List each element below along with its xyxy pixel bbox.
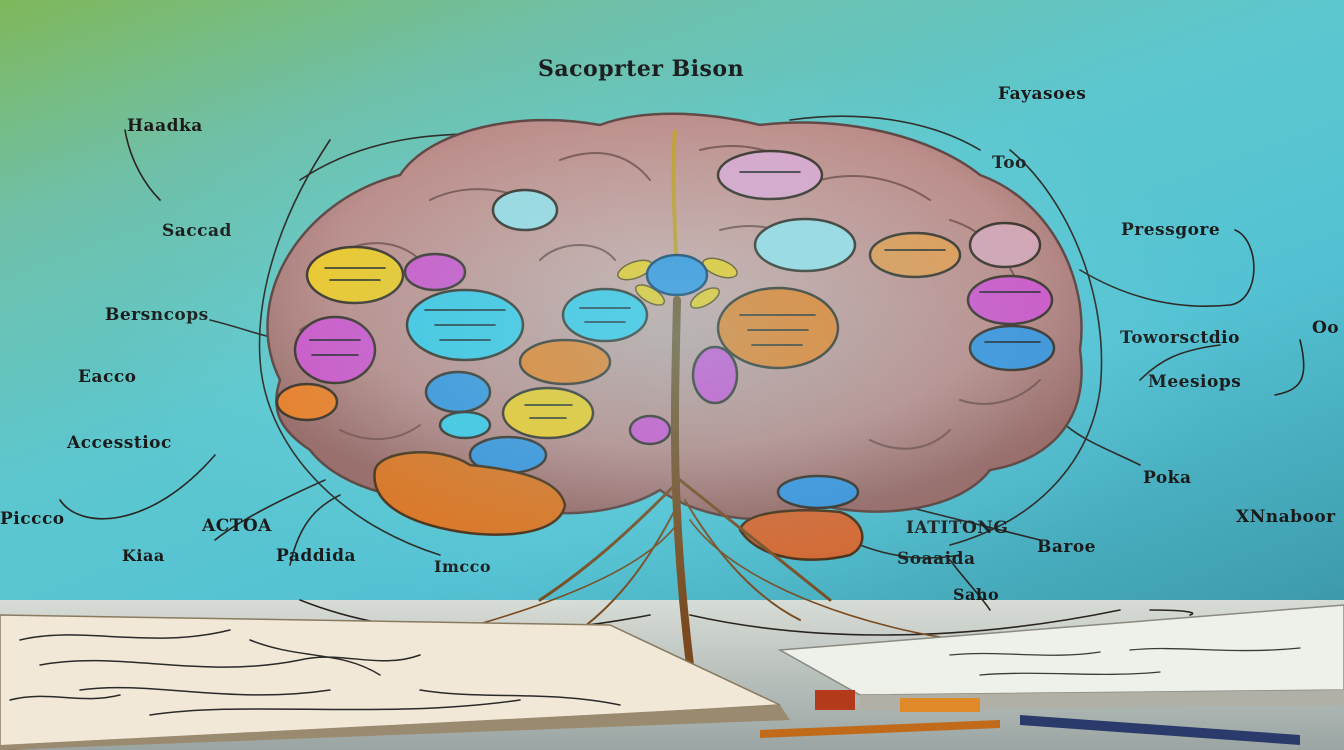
diagram-title: Sacoprter Bison (538, 56, 745, 82)
pill-magenta-left (293, 315, 377, 385)
notebook-right (777, 604, 1344, 710)
pill-blue-left (424, 370, 492, 414)
label-left-1: Haadka (127, 116, 203, 136)
label-bottom-7: Soaaida (897, 549, 976, 569)
label-right-4: Meesiops (1148, 372, 1242, 392)
pill-cyan-right (753, 217, 857, 273)
label-right-3: Toworsctdio (1120, 328, 1240, 348)
label-right-5: Poka (1143, 468, 1192, 488)
pill-blue-low (438, 410, 492, 440)
label-top-right: Fayasoes (998, 84, 1087, 104)
label-bottom-3: Baroe (1037, 537, 1096, 557)
label-bottom-6: Imcco (434, 557, 492, 576)
label-bottom-2: IATITONG (906, 518, 1009, 538)
label-right-3b: Oo (1312, 318, 1340, 338)
label-right-2: Pressgore (1121, 220, 1221, 240)
label-left-3: Bersncops (105, 305, 209, 325)
label-left-2: Saccad (162, 221, 232, 241)
label-right-6: XNnaboor (1236, 507, 1336, 527)
pill-magenta-small (403, 252, 467, 292)
label-bottom-1: ACTOA (202, 516, 272, 536)
pill-orange-right (716, 286, 840, 370)
pill-yellow-mid (501, 386, 595, 440)
pill-orange-right-2 (868, 231, 962, 279)
pill-yellow-left (305, 245, 405, 305)
label-left-5: Accesstioc (67, 433, 172, 453)
label-left-6: Piccco (0, 509, 65, 529)
pill-magenta-mid (691, 345, 739, 405)
pill-blue-bottom (776, 474, 860, 510)
pill-orange-mid (518, 338, 612, 386)
pill-cyan-top (491, 188, 559, 232)
desk-objects (760, 690, 1300, 745)
pill-pink-top (716, 149, 824, 201)
label-left-4: Eacco (78, 367, 137, 387)
label-bottom-8: Saho (953, 585, 1000, 604)
pill-blue-right (968, 324, 1056, 372)
pill-pink-right (968, 221, 1042, 269)
pill-pink-bottom (628, 414, 672, 446)
pill-orange-left (275, 382, 339, 422)
pill-scribbles (309, 171, 1041, 419)
notebook-left (0, 614, 790, 750)
cerebellum (373, 451, 864, 561)
central-node (617, 253, 738, 309)
pill-cyan-mid (561, 287, 649, 343)
label-bottom-5: Paddida (276, 546, 356, 566)
pill-magenta-right (966, 274, 1054, 326)
label-right-1: Too (992, 153, 1027, 173)
brain-stem (419, 296, 961, 669)
label-bottom-4: Kiaa (122, 546, 165, 565)
